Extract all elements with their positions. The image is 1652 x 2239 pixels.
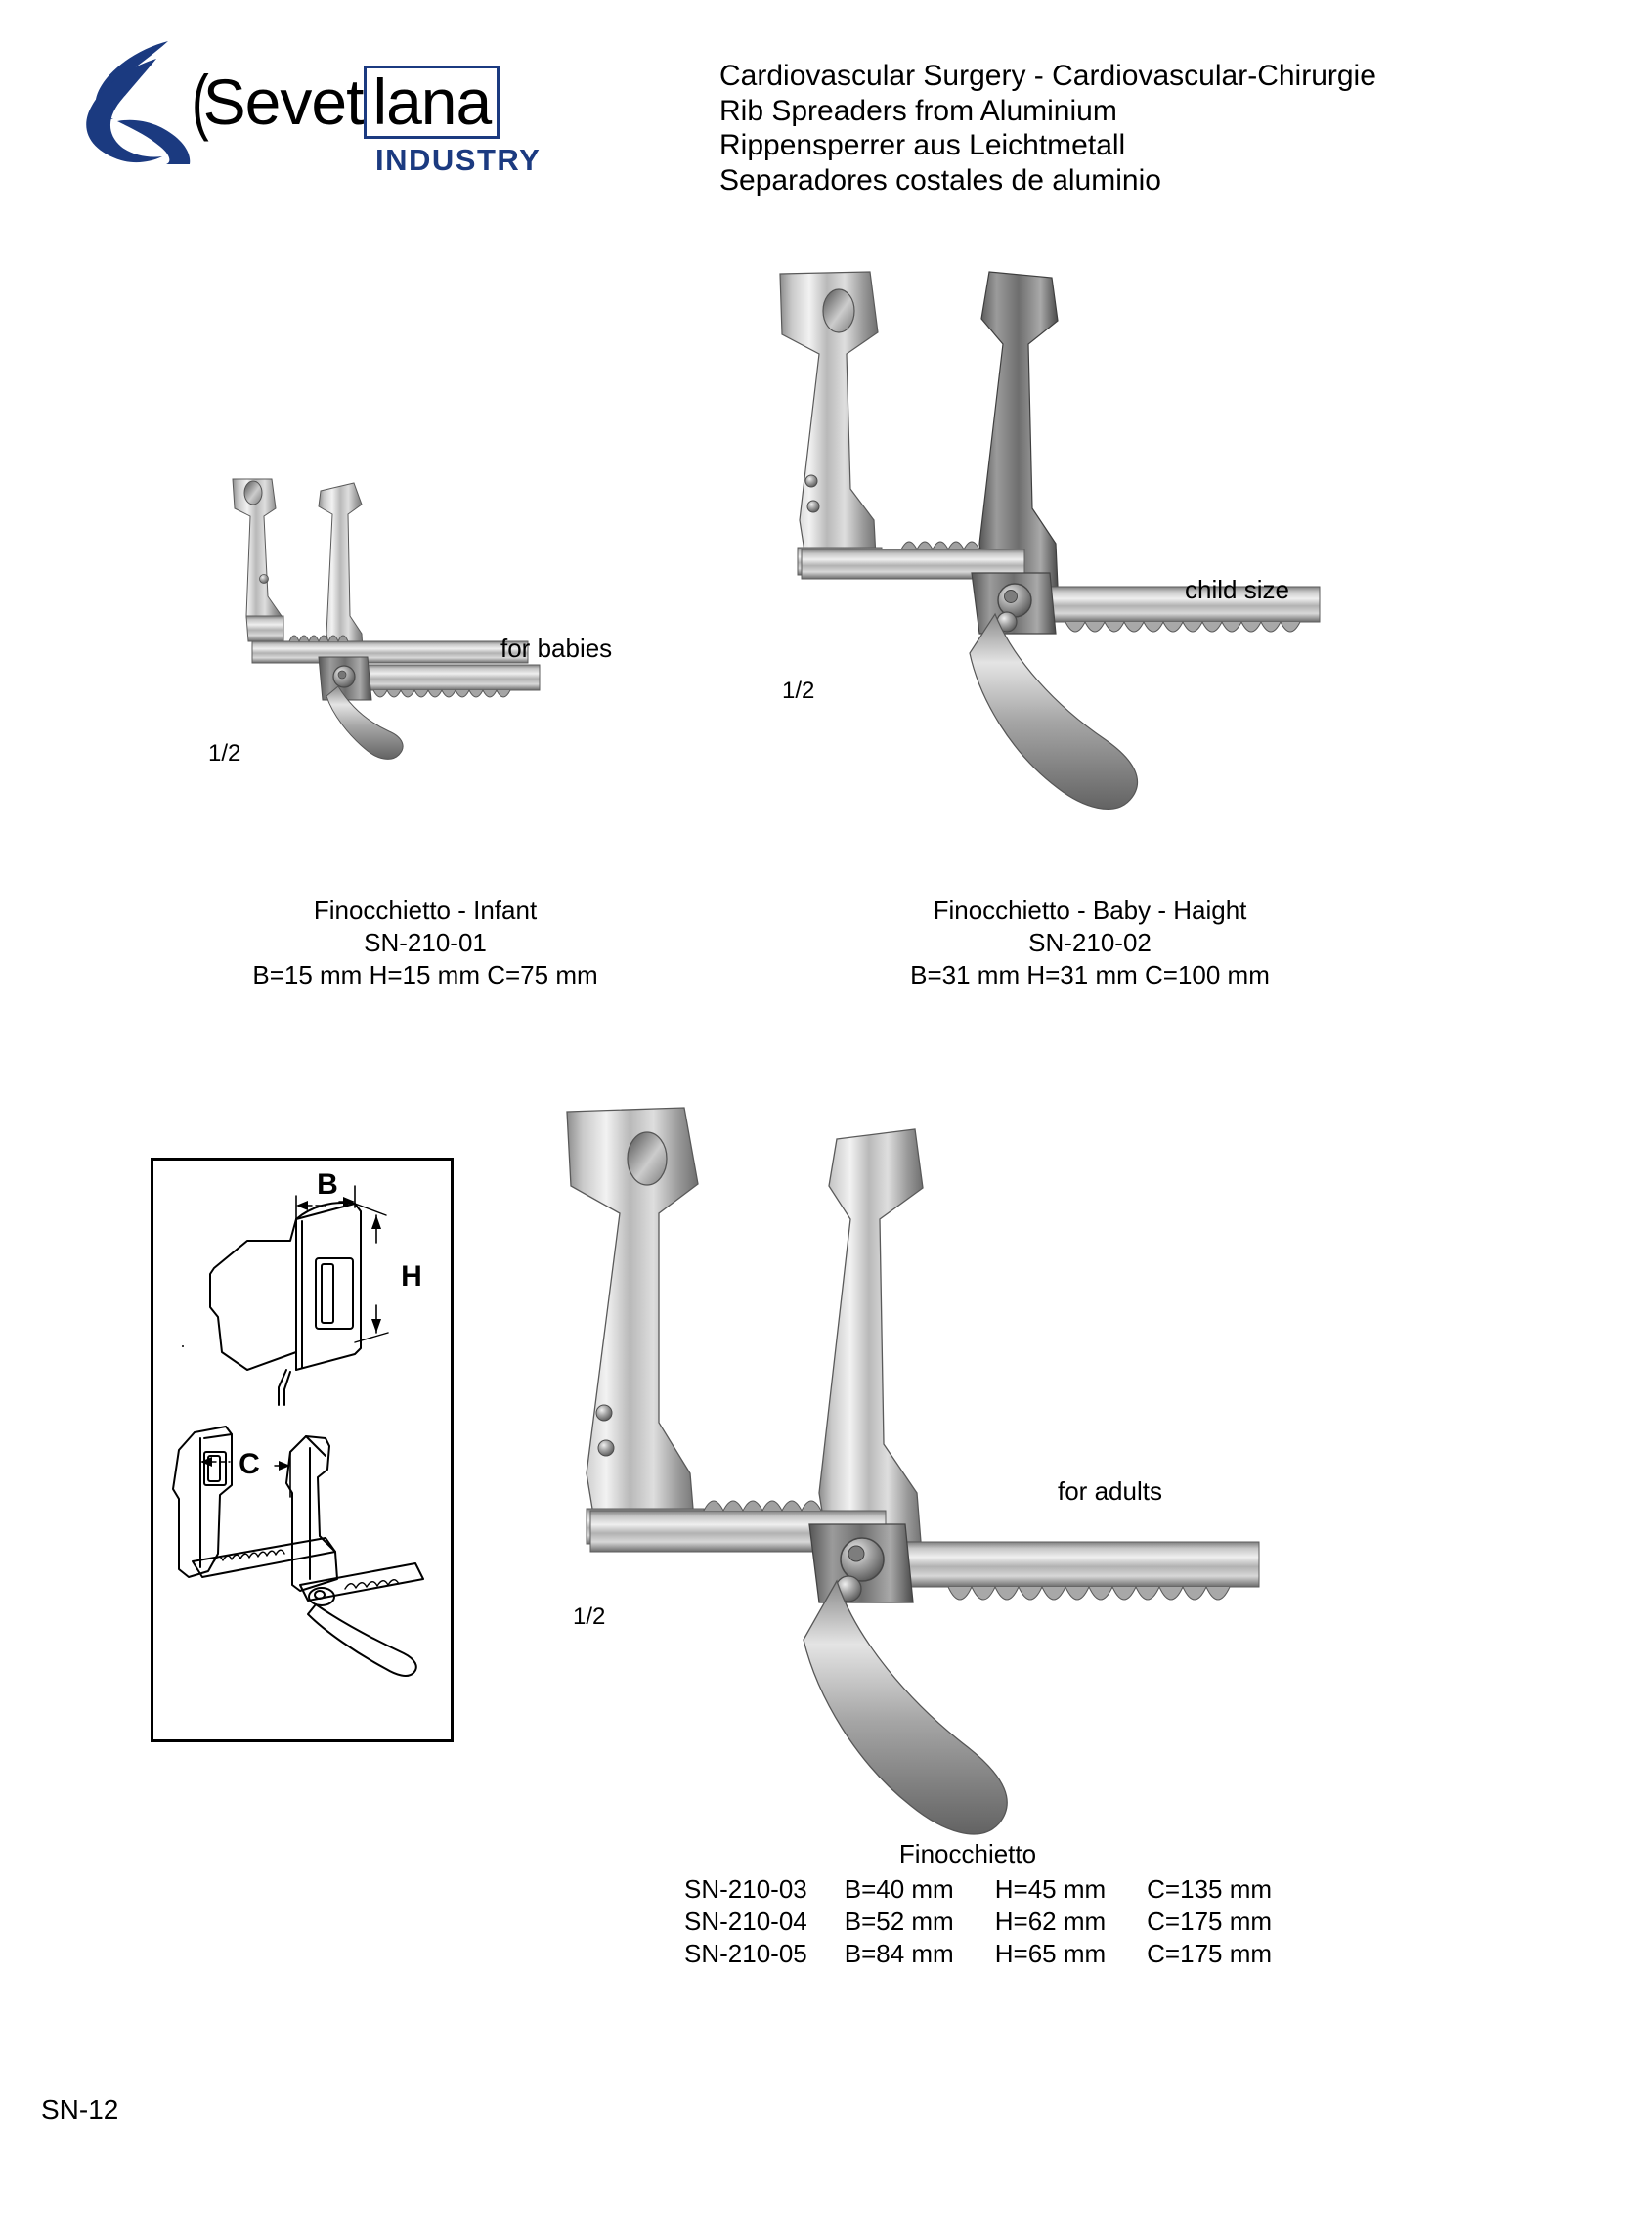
spec-code: SN-210-05	[684, 1939, 807, 1968]
spec-table-adults: SN-210-03 B=40 mm H=45 mm C=135 mm SN-21…	[684, 1873, 1272, 1970]
scale-label-sn-210-01: 1/2	[208, 740, 241, 767]
spec-h: H=62 mm	[994, 1907, 1107, 1936]
spec-c: C=175 mm	[1147, 1939, 1273, 1968]
page-header: ( Sevet lana INDUSTRY Cardiovascular Sur…	[0, 0, 1652, 197]
spec-h: H=65 mm	[994, 1939, 1107, 1968]
caption-sn-210-02: Finocchietto - Baby - Haight SN-210-02 B…	[689, 895, 1491, 991]
product-name-sn-210-adults: Finocchietto	[898, 1839, 1037, 1868]
spec-code: SN-210-04	[684, 1907, 807, 1936]
product-photo-sn-210-02	[772, 264, 1456, 870]
spec-b: B=84 mm	[844, 1939, 954, 1968]
dimension-diagram-box: B H C	[151, 1158, 454, 1742]
brand-tagline: INDUSTRY	[375, 143, 542, 177]
scale-label-sn-210-02: 1/2	[782, 678, 815, 704]
spec-c: C=135 mm	[1147, 1874, 1273, 1904]
product-specs-sn-210-01: B=15 mm H=15 mm C=75 mm	[252, 960, 598, 989]
header-title-block: Cardiovascular Surgery - Cardiovascular-…	[719, 59, 1376, 198]
spec-b: B=52 mm	[844, 1907, 954, 1936]
table-row: SN-210-04 B=52 mm H=62 mm C=175 mm	[684, 1906, 1272, 1938]
diagram-label-h: H	[401, 1260, 422, 1293]
page-footer-code: SN-12	[41, 2094, 119, 2125]
brand-paren: (	[192, 61, 209, 142]
product-photo-sn-210-adults	[557, 1100, 1437, 1872]
caption-sn-210-01: Finocchietto - Infant SN-210-01 B=15 mm …	[132, 895, 718, 991]
note-label-child-size: child size	[1185, 575, 1289, 604]
brand-name-part2: lana	[372, 65, 492, 138]
diagram-label-b: B	[317, 1168, 338, 1201]
header-line-1: Cardiovascular Surgery - Cardiovascular-…	[719, 60, 1376, 92]
spec-table-body: SN-210-03 B=40 mm H=45 mm C=135 mm SN-21…	[684, 1873, 1272, 1970]
brand-logo-icon	[74, 37, 192, 164]
brand-name-part1: Sevet	[202, 66, 365, 138]
product-name-sn-210-01: Finocchietto - Infant	[313, 896, 538, 925]
header-line-2: Rib Spreaders from Aluminium	[719, 94, 1117, 127]
caption-sn-210-adults: Finocchietto	[674, 1838, 1261, 1870]
note-label-for-adults: for adults	[1058, 1476, 1162, 1506]
note-label-for-babies: for babies	[500, 634, 613, 663]
scale-label-sn-210-adults: 1/2	[573, 1603, 606, 1630]
header-line-4: Separadores costales de aluminio	[719, 163, 1161, 197]
brand-wordmark: ( Sevet lana	[192, 65, 500, 139]
header-line-3: Rippensperrer aus Leichtmetall	[719, 129, 1126, 161]
product-name-sn-210-02: Finocchietto - Baby - Haight	[933, 896, 1247, 925]
product-specs-sn-210-02: B=31 mm H=31 mm C=100 mm	[910, 960, 1270, 989]
spec-code: SN-210-03	[684, 1874, 807, 1904]
spec-b: B=40 mm	[844, 1874, 954, 1904]
spec-c: C=175 mm	[1147, 1907, 1273, 1936]
product-code-sn-210-01: SN-210-01	[364, 928, 487, 957]
table-row: SN-210-03 B=40 mm H=45 mm C=135 mm	[684, 1873, 1272, 1906]
spec-h: H=45 mm	[994, 1874, 1107, 1904]
product-code-sn-210-02: SN-210-02	[1028, 928, 1152, 957]
table-row: SN-210-05 B=84 mm H=65 mm C=175 mm	[684, 1938, 1272, 1970]
diagram-label-c: C	[239, 1448, 260, 1480]
brand-name-box: lana	[364, 65, 500, 139]
product-photo-sn-210-01	[196, 469, 723, 860]
